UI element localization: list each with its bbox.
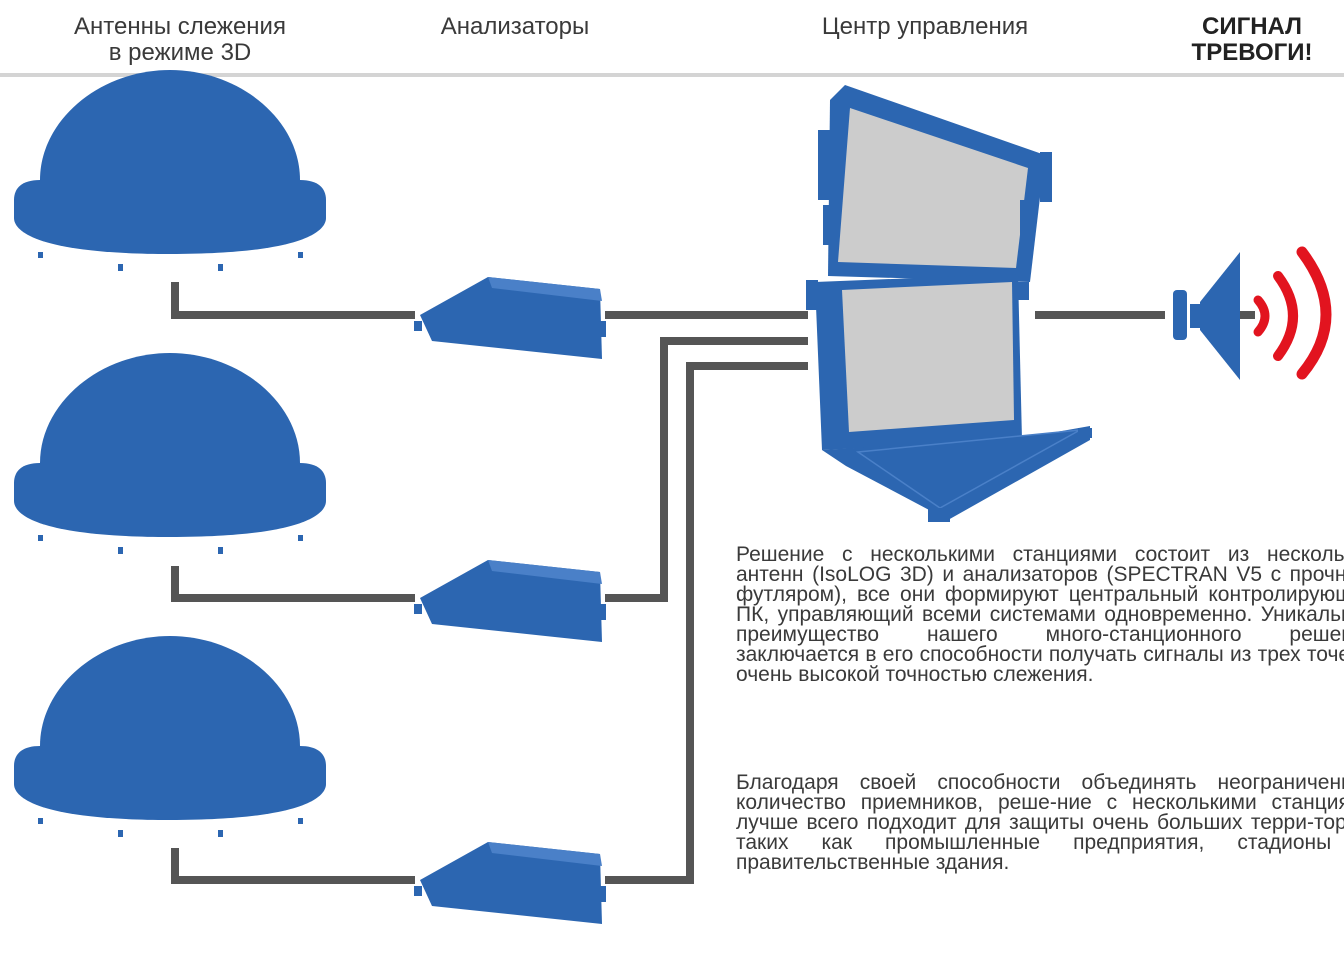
header-analyzers-label: Анализаторы [440,13,590,40]
sound-wave-icon [1253,246,1332,380]
analyzer-device-icon [414,277,606,359]
cable-antenna3-analyzer3 [171,848,415,884]
control-laptop-icon [806,85,1092,522]
column-header: Антенны слежения в режиме 3D Анализаторы… [0,0,1344,77]
analyzer-device-icon [414,842,606,924]
header-alarm-line1: СИГНАЛ [1202,13,1302,40]
antenna-dome-icon [14,353,326,554]
header-antennas-line1: Антенны слежения [74,13,286,40]
description-paragraph-2: Благодаря своей способности объединять н… [736,771,1344,874]
header-antennas: Антенны слежения в режиме 3D [40,14,320,66]
cables [171,282,1255,884]
cable-analyzer3-pc [605,362,808,884]
analyzer-device-icon [414,560,606,642]
header-antennas-line2: в режиме 3D [108,39,252,66]
header-control-center: Центр управления [770,14,1080,40]
alarm-speaker-icon [1173,252,1240,380]
cable-antenna2-analyzer2 [171,566,415,602]
header-analyzers: Анализаторы [400,14,630,40]
header-control-center-label: Центр управления [821,13,1029,40]
antenna-dome-icon [14,636,326,837]
antenna-dome-icon [14,70,326,271]
header-divider [0,73,1344,77]
description-paragraph-1: Решение с несколькими станциями состоит … [736,543,1344,686]
header-alarm: СИГНАЛ ТРЕВОГИ! [1160,14,1344,66]
cable-analyzer2-pc [605,337,808,602]
cable-antenna1-analyzer1 [171,282,415,319]
header-alarm-line2: ТРЕВОГИ! [1191,39,1313,66]
